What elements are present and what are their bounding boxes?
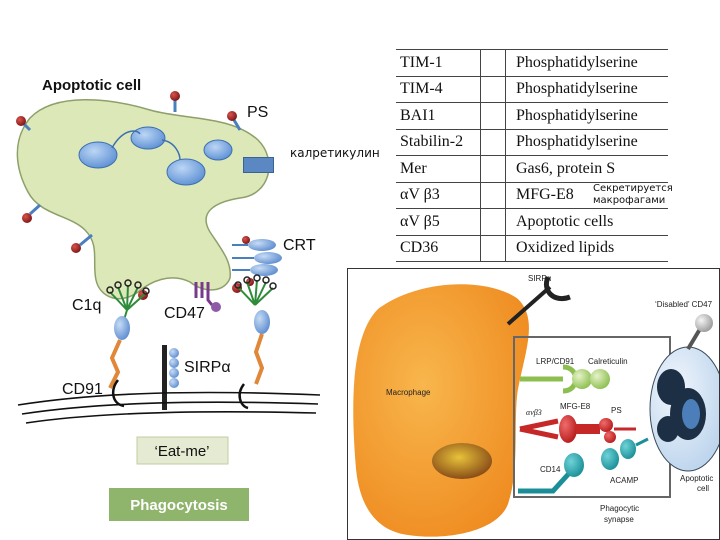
spacer-cell xyxy=(480,208,506,236)
crt-label: CRT xyxy=(283,237,316,254)
nucleus-fragment xyxy=(203,139,233,161)
phagocytic-synapse-svg: Macrophage SIRPα Apoptotic cell ‘Disable… xyxy=(353,274,719,537)
cd47-molecule xyxy=(194,282,221,312)
receptor-cell: αV β5 xyxy=(396,208,481,236)
nucleus-fragment xyxy=(78,141,118,169)
mfge8-label: MFG-E8 xyxy=(560,402,591,411)
ligand-cell: MFG-E8 xyxy=(505,182,668,209)
apoptotic-nucleus-inner xyxy=(682,399,700,429)
lrp-label: LRP/CD91 xyxy=(536,357,575,366)
spacer-cell xyxy=(480,129,506,156)
receptor-cell: Mer xyxy=(396,155,481,183)
table-row: CD36 Oxidized lipids xyxy=(396,235,668,262)
apoptotic-cell-title: Apoptotic cell xyxy=(42,77,141,94)
cd91-label: CD91 xyxy=(62,381,103,398)
receptor-cell: CD36 xyxy=(396,235,481,262)
ligand-cell: Phosphatidylserine xyxy=(505,102,668,130)
sirpa-hook xyxy=(544,276,571,301)
table-row: Stabilin-2 Phosphatidylserine xyxy=(396,129,668,156)
acamp-ball xyxy=(601,448,619,470)
sirpa-stalk xyxy=(506,285,552,326)
cd14-domain xyxy=(564,453,584,477)
table-row: Mer Gas6, protein S xyxy=(396,155,668,183)
table-row: αV β3 MFG-E8 xyxy=(396,182,668,209)
ligand-cell: Phosphatidylserine xyxy=(505,49,668,77)
synapse-label-line2: synapse xyxy=(604,515,634,524)
ps-label: PS xyxy=(247,104,268,121)
mfge8-domain xyxy=(559,415,577,443)
receptor-cell: αV β3 xyxy=(396,182,481,209)
secreted-note-line2: макрофагами xyxy=(593,195,666,206)
eat-me-box xyxy=(136,436,229,465)
table-row: TIM-1 Phosphatidylserine xyxy=(396,49,668,77)
spacer-cell xyxy=(480,155,506,183)
spacer-cell xyxy=(480,235,506,262)
ligand-cell: Oxidized lipids xyxy=(505,235,668,262)
macrophage-label: Macrophage xyxy=(386,388,431,397)
c1q-label: C1q xyxy=(72,297,101,314)
eat-me-label: ‘Eat-me’ xyxy=(154,443,209,460)
cd14-label: CD14 xyxy=(540,465,561,474)
receptor-cell: BAI1 xyxy=(396,102,481,130)
spacer-cell xyxy=(480,182,506,209)
sirpa-label: SIRPα xyxy=(528,274,552,283)
receptor-cell: TIM-1 xyxy=(396,49,481,77)
acamp-label: ACAMP xyxy=(610,476,638,485)
ps-molecules xyxy=(22,100,242,247)
apoptotic-cell-label-line2: cell xyxy=(697,484,709,493)
c1q-left xyxy=(106,279,150,321)
apoptotic-cell-label-line1: Apoptotic xyxy=(680,474,713,483)
receptor-cell: Stabilin-2 xyxy=(396,129,481,156)
receptor-cell: TIM-4 xyxy=(396,76,481,103)
calreticulin-ball xyxy=(590,369,610,389)
sirpa-receptor xyxy=(162,345,179,410)
phagocytic-synapse-figure: Macrophage SIRPα Apoptotic cell ‘Disable… xyxy=(347,268,720,540)
ps-heads xyxy=(16,91,242,300)
table-row: αV β5 Apoptotic cells xyxy=(396,208,668,236)
cd47-label: CD47 xyxy=(164,305,205,322)
calreticulin-ball xyxy=(572,369,592,389)
calreticulin-label: Calreticulin xyxy=(588,357,628,366)
nucleus-fragment xyxy=(166,158,206,186)
phagocytosis-label: Phagocytosis xyxy=(130,497,228,514)
macrophage-body xyxy=(353,284,529,537)
ps-label: PS xyxy=(611,406,622,415)
phagocytosis-box xyxy=(109,488,249,521)
ps-ball xyxy=(599,418,613,432)
integrin-label: αvβ3 xyxy=(526,408,542,417)
calreticulin-note: калретикулин xyxy=(290,146,380,160)
ps-ball xyxy=(604,431,616,443)
ligand-cell: Phosphatidylserine xyxy=(505,76,668,103)
ligand-cell: Gas6, protein S xyxy=(505,155,668,183)
phagocyte-membrane xyxy=(17,391,321,424)
c1q-right xyxy=(234,274,277,306)
crt-molecules xyxy=(232,236,282,286)
spacer-cell xyxy=(480,102,506,130)
calreticulin-marker xyxy=(243,157,274,173)
cd91-receptor-right xyxy=(238,310,270,410)
cd91-receptor-left xyxy=(108,316,130,408)
ligand-cell: Apoptotic cells xyxy=(505,208,668,236)
table-row: TIM-4 Phosphatidylserine xyxy=(396,76,668,103)
disabled-cd47-label: ‘Disabled’ CD47 xyxy=(655,300,713,309)
secreted-note-line1: Секретируется xyxy=(593,183,673,194)
apoptotic-nucleus xyxy=(657,416,679,442)
apoptotic-cell-diagram: Apoptotic cell PS CRT xyxy=(16,77,321,521)
disabled-cd47-ball xyxy=(695,314,713,332)
synapse-label-line1: Phagocytic xyxy=(600,504,639,513)
ligand-cell: Phosphatidylserine xyxy=(505,129,668,156)
table-row: BAI1 Phosphatidylserine xyxy=(396,102,668,130)
macrophage-nucleus xyxy=(432,443,492,479)
spacer-cell xyxy=(480,49,506,77)
secreted-note: Секретируется макрофагами xyxy=(593,183,673,207)
acamp-ball xyxy=(620,439,636,459)
spacer-cell xyxy=(480,76,506,103)
sirpa-label: SIRPα xyxy=(184,359,231,376)
